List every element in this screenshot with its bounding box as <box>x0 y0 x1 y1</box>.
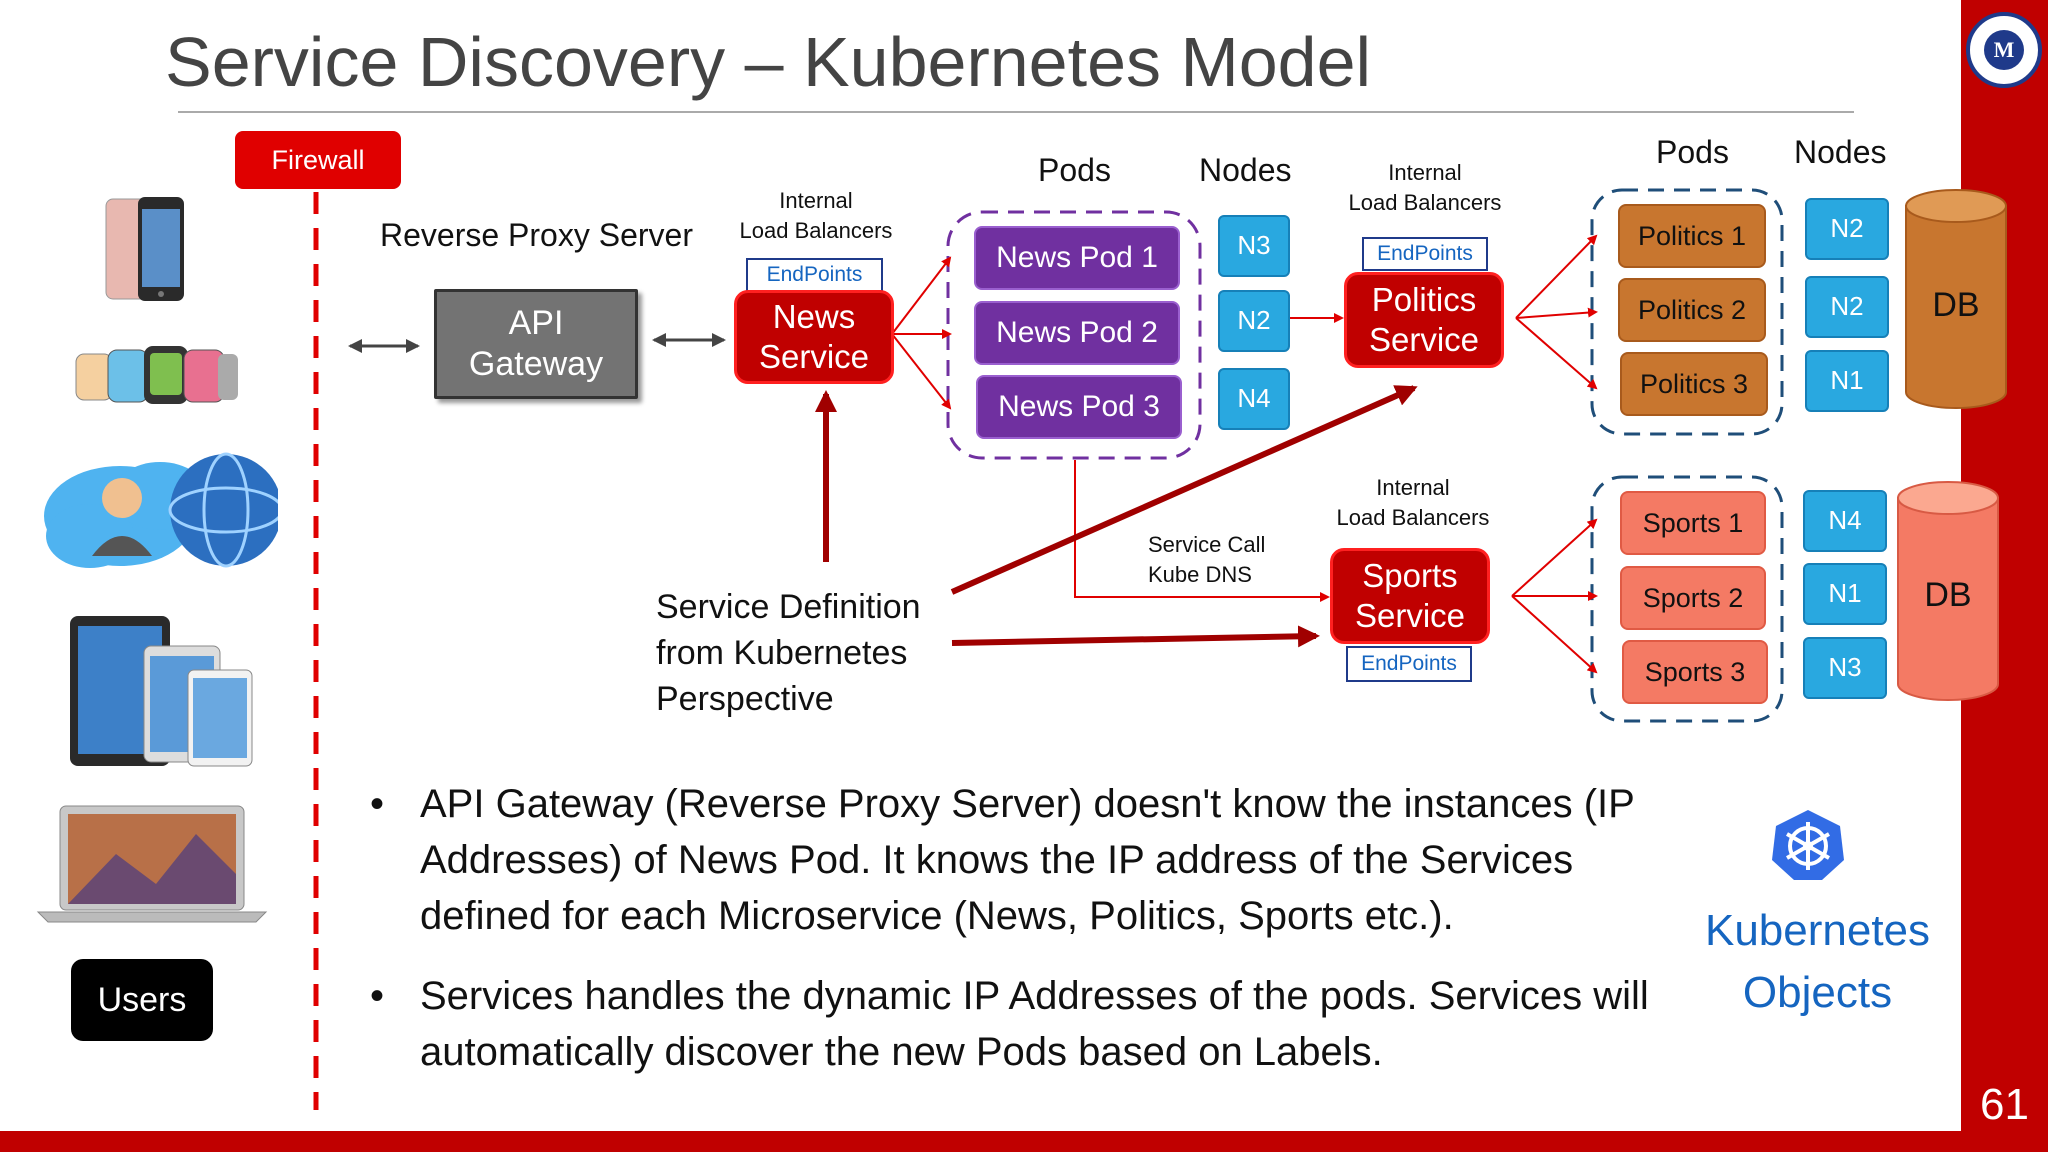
api-gateway-box: API Gateway <box>434 289 638 399</box>
service-call-label: Service Call Kube DNS <box>1148 532 1266 588</box>
sports-service-box: Sports Service <box>1330 548 1490 644</box>
politics-pod-3: Politics 3 <box>1620 352 1768 416</box>
politics-node-1: N2 <box>1805 198 1889 260</box>
slide-number: 61 <box>1980 1080 2029 1129</box>
politics-ilb-label: Internal Load Balancers <box>1348 160 1502 216</box>
bullet-item-1: API Gateway (Reverse Proxy Server) doesn… <box>370 776 1710 944</box>
api-gateway-line2: Gateway <box>468 345 604 383</box>
politics-db-label: DB <box>1932 286 1980 324</box>
kubernetes-objects-label: Kubernetes Objects <box>1704 906 1931 1017</box>
kubernetes-helm-icon <box>1772 810 1844 880</box>
politics-endpoints-badge: EndPoints <box>1362 237 1488 271</box>
bullet-item-2: Services handles the dynamic IP Addresse… <box>370 968 1710 1080</box>
news-pod-2: News Pod 2 <box>974 301 1180 365</box>
news-pod-3: News Pod 3 <box>976 375 1182 439</box>
news-service-box: News Service <box>734 290 894 384</box>
sports-pod-1: Sports 1 <box>1620 491 1766 555</box>
news-pod-1: News Pod 1 <box>974 226 1180 290</box>
news-node-3: N4 <box>1218 368 1290 430</box>
sports-db-cylinder <box>1897 481 1999 701</box>
sports-ilb-label: Internal Load Balancers <box>1336 475 1490 531</box>
user-cloud-globe-icon <box>44 452 278 568</box>
sports-db-label: DB <box>1924 576 1972 614</box>
sports-pod-3: Sports 3 <box>1622 640 1768 704</box>
sports-pod-2: Sports 2 <box>1620 566 1766 630</box>
news-endpoints-badge: EndPoints <box>746 258 883 292</box>
service-definition-label: Service Definition from Kubernetes Persp… <box>656 588 921 719</box>
politics-node-2: N2 <box>1805 276 1889 338</box>
api-gateway-line1: API <box>508 304 564 343</box>
news-pods-header: Pods <box>1038 152 1111 188</box>
users-label: Users <box>71 959 213 1041</box>
politics-pod-1: Politics 1 <box>1618 204 1766 268</box>
news-ilb-label: Internal Load Balancers <box>739 188 893 244</box>
politics-pod-2: Politics 2 <box>1618 278 1766 342</box>
politics-node-3: N1 <box>1805 350 1889 412</box>
politics-db-cylinder <box>1905 189 2007 409</box>
smartwatch-icon <box>75 346 238 404</box>
laptop-icon <box>36 805 268 923</box>
news-nodes-header: Nodes <box>1199 152 1292 188</box>
smartphone-icon <box>105 197 184 301</box>
sports-node-2: N1 <box>1803 563 1887 625</box>
sports-node-1: N4 <box>1803 490 1887 552</box>
sports-endpoints-badge: EndPoints <box>1346 646 1472 682</box>
politics-service-box: Politics Service <box>1344 272 1504 368</box>
bottom-accent-bar <box>0 1131 1961 1152</box>
bullet-list: API Gateway (Reverse Proxy Server) doesn… <box>370 776 1710 1104</box>
politics-pods-header: Pods <box>1656 134 1729 170</box>
firewall-label: Firewall <box>235 131 401 189</box>
reverse-proxy-label: Reverse Proxy Server <box>380 217 693 253</box>
news-node-1: N3 <box>1218 215 1290 277</box>
news-node-2: N2 <box>1218 290 1290 352</box>
slide-title: Service Discovery – Kubernetes Model <box>165 23 1372 101</box>
sports-node-3: N3 <box>1803 637 1887 699</box>
politics-nodes-header: Nodes <box>1794 134 1887 170</box>
tablet-icon <box>70 616 253 767</box>
title-underline <box>178 111 1854 113</box>
university-seal-icon: M <box>1966 12 2042 88</box>
